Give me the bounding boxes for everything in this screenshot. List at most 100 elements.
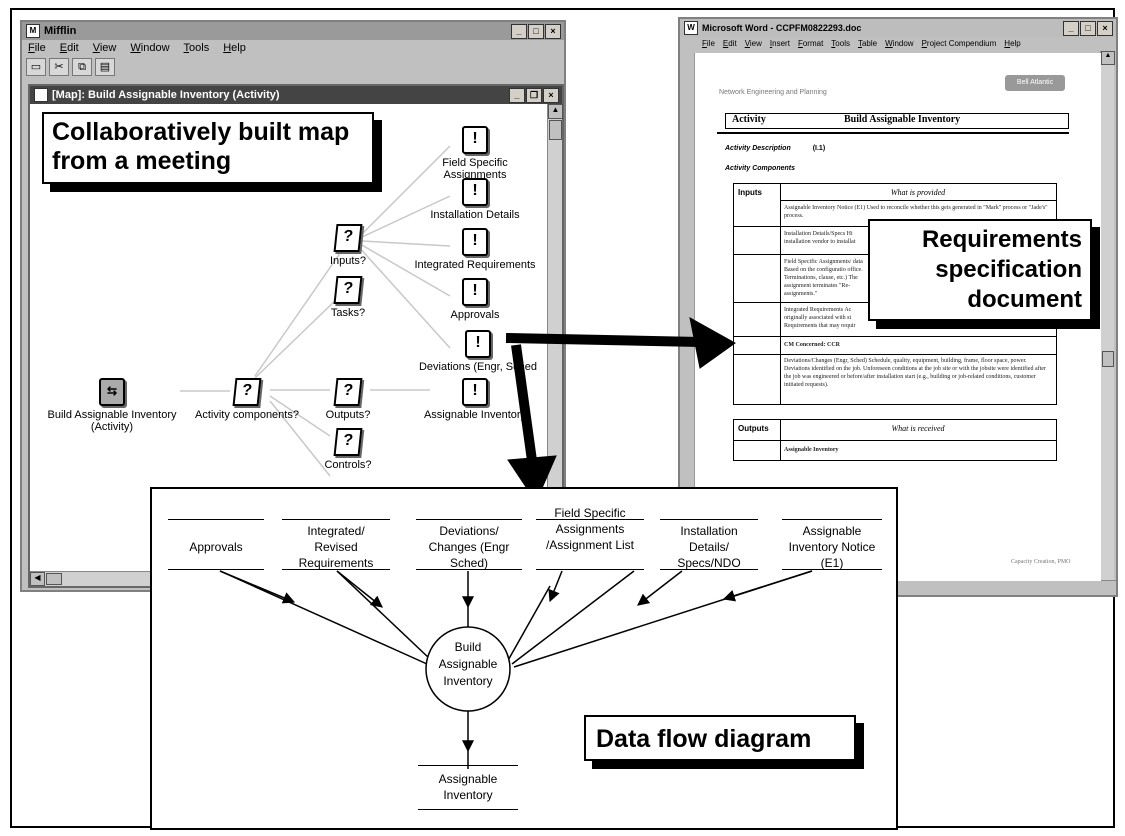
node-tasks[interactable]: ? Tasks?: [318, 276, 378, 319]
word-menubar: File Edit View Insert Format Tools Table…: [680, 37, 1116, 50]
word-menu-format[interactable]: Format: [797, 39, 824, 48]
node-controls[interactable]: ? Controls?: [318, 428, 378, 471]
word-titlebar[interactable]: W Microsoft Word - CCPFM0822293.doc _ □ …: [680, 19, 1116, 37]
table-row-4: Integrated Requirements Ac originally as…: [784, 307, 856, 329]
word-menu-tools[interactable]: Tools: [831, 39, 850, 48]
mifflin-callout: Collaboratively built map from a meeting: [42, 112, 374, 184]
logo: Bell Atlantic: [1005, 75, 1065, 91]
map-connectors: [180, 145, 451, 477]
node-field-specific[interactable]: ! Field Specific Assignments: [410, 126, 540, 181]
dfd-flows: [219, 570, 813, 769]
node-activity-components[interactable]: ? Activity components?: [192, 378, 302, 421]
menu-file[interactable]: File: [28, 42, 46, 54]
mifflin-title: Mifflin: [44, 25, 77, 37]
open-icon[interactable]: ▭: [26, 58, 46, 76]
dfd-callout: Data flow diagram: [584, 715, 856, 761]
word-minimize-button[interactable]: _: [1063, 21, 1079, 36]
outputs-label: Outputs: [738, 424, 769, 433]
close-button[interactable]: ×: [545, 24, 561, 39]
row-line: [734, 336, 1056, 337]
node-integrated[interactable]: ! Integrated Requirements: [410, 228, 540, 271]
note-icon: !: [462, 278, 488, 306]
cut-icon[interactable]: ✂: [49, 58, 69, 76]
word-menu-window[interactable]: Window: [885, 39, 914, 48]
node-assignable-inventory[interactable]: ! Assignable Inventory: [410, 378, 540, 421]
word-menu-edit[interactable]: Edit: [722, 39, 737, 48]
outputs-row: Assignable Inventory: [784, 447, 839, 453]
store-approvals: Approvals: [168, 519, 264, 571]
maximize-button[interactable]: □: [528, 24, 544, 39]
word-menu-table[interactable]: Table: [857, 39, 878, 48]
scroll-thumb[interactable]: [549, 120, 562, 140]
word-menu-view[interactable]: View: [744, 39, 762, 48]
word-scroll-thumb[interactable]: [1102, 351, 1114, 367]
inputs-label: Inputs: [738, 188, 762, 197]
mifflin-menubar: File Edit View Window Tools Help: [22, 40, 564, 56]
row-line: [780, 200, 1056, 201]
doc-header-left: Network Engineering and Planning: [719, 89, 827, 96]
menu-help[interactable]: Help: [223, 42, 246, 54]
doc-footer: Capacity Creation, PMO: [1011, 559, 1071, 565]
word-scroll-up-icon[interactable]: ▲: [1101, 51, 1115, 65]
arrow-to-document: [505, 333, 701, 347]
node-inputs[interactable]: ? Inputs?: [318, 224, 378, 267]
node-build-activity[interactable]: ⇆ Build Assignable Inventory (Activity): [32, 378, 192, 433]
word-close-button[interactable]: ×: [1097, 21, 1113, 36]
scroll-up-icon[interactable]: ▲: [548, 104, 563, 119]
data-flow-diagram: Build Assignable Inventory Approvals Int…: [150, 487, 898, 830]
note-icon: !: [465, 330, 491, 358]
outputs-table: Outputs What is received Assignable Inve…: [733, 419, 1057, 461]
note-icon: !: [462, 126, 488, 154]
desc-row: Activity Description (I.1): [725, 145, 825, 152]
word-callout: Requirements specification document: [868, 219, 1092, 321]
store-installation: Installation Details/ Specs/NDO: [660, 519, 758, 571]
map-titlebar[interactable]: ⌂ [Map]: Build Assignable Inventory (Act…: [30, 86, 562, 104]
node-outputs[interactable]: ? Outputs?: [318, 378, 378, 421]
map-close-button[interactable]: ×: [543, 88, 559, 103]
word-maximize-button[interactable]: □: [1080, 21, 1096, 36]
note-icon: !: [462, 178, 488, 206]
copy-icon[interactable]: ⧉: [72, 58, 92, 76]
menu-tools[interactable]: Tools: [183, 42, 210, 54]
node-deviations[interactable]: ! Deviations (Engr, Sched: [410, 330, 546, 373]
arrow-to-dfd: [511, 344, 539, 476]
store-field-specific: Field Specific Assignments /Assignment L…: [536, 503, 644, 587]
note-icon: !: [462, 378, 488, 406]
what-received: What is received: [891, 424, 945, 433]
word-menu-help[interactable]: Help: [1004, 39, 1021, 48]
activity-underline: [717, 132, 1069, 134]
menu-view[interactable]: View: [92, 42, 117, 54]
paste-icon[interactable]: ▤: [95, 58, 115, 76]
note-icon: !: [462, 228, 488, 256]
arrow-head-dfd: [507, 455, 557, 504]
node-installation[interactable]: ! Installation Details: [410, 178, 540, 221]
table-row-3: Field Specific Assignments/ data Based o…: [784, 259, 863, 297]
table-row-1: Assignable Inventory Notice (E1) Used to…: [784, 205, 1048, 219]
store-assignable-notice: Assignable Inventory Notice (E1): [782, 519, 882, 571]
minimize-button[interactable]: _: [511, 24, 527, 39]
store-output-inventory: Assignable Inventory: [418, 765, 518, 813]
store-integrated: Integrated/ Revised Requirements: [282, 519, 390, 571]
word-menu-insert[interactable]: Insert: [769, 39, 790, 48]
menu-edit[interactable]: Edit: [59, 42, 79, 54]
map-minimize-button[interactable]: _: [509, 88, 525, 103]
process-label: Build Assignable Inventory: [438, 640, 498, 688]
word-icon: W: [684, 21, 698, 35]
scroll-left-icon[interactable]: ◀: [30, 572, 45, 586]
map-restore-button[interactable]: ❐: [526, 88, 542, 103]
word-menu-file[interactable]: File: [702, 39, 715, 48]
activity-value: Build Assignable Inventory: [844, 114, 961, 125]
word-menu-project[interactable]: Project Compendium: [921, 39, 997, 48]
hscroll-thumb[interactable]: [46, 573, 62, 585]
map-icon: ⌂: [34, 88, 48, 102]
mifflin-titlebar[interactable]: M Mifflin _ □ ×: [22, 22, 564, 40]
node-approvals[interactable]: ! Approvals: [410, 278, 540, 321]
menu-window[interactable]: Window: [130, 42, 170, 54]
activity-label: Activity: [732, 114, 766, 125]
map-vscrollbar[interactable]: ▲: [547, 104, 563, 559]
word-title: Microsoft Word - CCPFM0822293.doc: [702, 23, 862, 33]
components-label: Activity Components: [725, 165, 796, 172]
arrow-head-document: [689, 317, 736, 369]
what-provided: What is provided: [890, 188, 946, 197]
inputs-col-divider: [780, 184, 781, 404]
